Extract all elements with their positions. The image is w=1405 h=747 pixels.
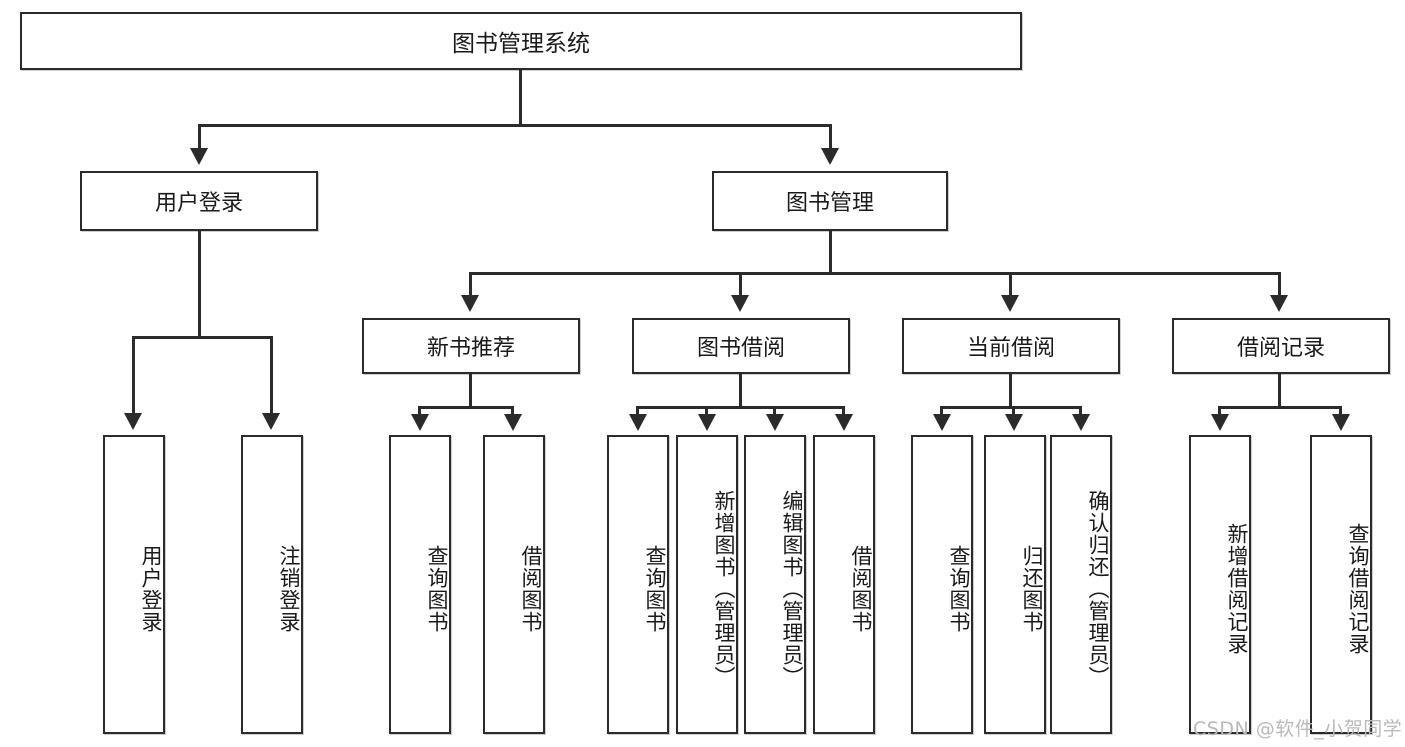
leaf-query-books-current[interactable]: 查询图书 [911, 435, 973, 734]
leaf-query-borrow-record-label: 查询借阅记录 [1346, 522, 1370, 655]
connector-userlogin-to-leaf2 [270, 336, 273, 414]
leaf-edit-book-admin[interactable]: 编辑图书（管理员） [744, 435, 806, 734]
node-current-borrow[interactable]: 当前借阅 [902, 318, 1120, 374]
connector-userlogin-bus [132, 336, 272, 339]
node-root[interactable]: 图书管理系统 [20, 12, 1022, 70]
leaf-borrow-books-recommend[interactable]: 借阅图书 [483, 435, 545, 734]
connector-currentborrow-to-leaf3 [1079, 406, 1082, 416]
leaf-query-books-current-label: 查询图书 [947, 544, 971, 633]
leaf-confirm-return-admin[interactable]: 确认归还（管理员） [1050, 435, 1112, 734]
connector-userlogin-to-leaf1 [132, 336, 135, 414]
leaf-add-book-admin-label: 新增图书（管理员） [712, 489, 736, 688]
connector-root-bus [198, 124, 832, 127]
connector-bookmgmt-to-current [1009, 272, 1012, 296]
arrow-root-to-user-login [190, 148, 208, 165]
connector-bookmgmt-to-new-books [469, 272, 472, 296]
leaf-borrow-books-recommend-label: 借阅图书 [519, 544, 543, 633]
leaf-add-book-admin[interactable]: 新增图书（管理员） [676, 435, 738, 734]
arrow-borrowrecords-to-leaf1 [1211, 414, 1229, 431]
node-root-label: 图书管理系统 [452, 31, 590, 57]
arrow-root-to-book-mgmt [821, 148, 839, 165]
connector-bookmgmt-to-borrow [739, 272, 742, 296]
connector-root-to-user-login [198, 124, 201, 149]
arrow-userlogin-to-leaf2 [262, 413, 280, 430]
connector-currentborrow-to-leaf2 [1012, 406, 1015, 416]
arrow-bookmgmt-to-current [1001, 295, 1019, 312]
node-new-book-recommend[interactable]: 新书推荐 [362, 318, 580, 374]
connector-newbook-stem [469, 374, 472, 408]
leaf-query-books-recommend-label: 查询图书 [425, 544, 449, 633]
leaf-confirm-return-admin-label: 确认归还（管理员） [1086, 489, 1110, 688]
leaf-return-books-label: 归还图书 [1020, 544, 1044, 633]
connector-bookmgmt-to-records [1278, 272, 1281, 296]
connector-bookborrow-to-leaf4 [842, 406, 845, 416]
connector-borrowrecords-to-leaf2 [1339, 406, 1342, 416]
csdn-watermark: CSDN @软件_小贺同学 [1193, 718, 1403, 740]
leaf-add-borrow-record-label: 新增借阅记录 [1225, 522, 1249, 655]
connector-root-stem [519, 70, 522, 126]
connector-bookborrow-stem [739, 374, 742, 408]
arrow-bookborrow-to-leaf2 [698, 414, 716, 431]
leaf-query-books-recommend[interactable]: 查询图书 [389, 435, 451, 734]
leaf-query-books-borrow-label: 查询图书 [643, 544, 667, 633]
node-user-login[interactable]: 用户登录 [80, 171, 318, 231]
leaf-query-books-borrow[interactable]: 查询图书 [607, 435, 669, 734]
arrow-currentborrow-to-leaf1 [933, 414, 951, 431]
connector-bookborrow-bus [636, 406, 845, 409]
node-book-borrow-label: 图书借阅 [696, 336, 785, 361]
leaf-logout[interactable]: 注销登录 [241, 435, 303, 734]
arrow-bookborrow-to-leaf4 [835, 414, 853, 431]
connector-newbook-to-leaf2 [511, 406, 514, 416]
leaf-add-borrow-record[interactable]: 新增借阅记录 [1189, 435, 1251, 734]
connector-root-to-book-mgmt [829, 124, 832, 149]
connector-bookmgmt-stem [829, 231, 832, 274]
connector-newbook-bus [418, 406, 514, 409]
arrow-userlogin-to-leaf1 [124, 413, 142, 430]
leaf-user-login[interactable]: 用户登录 [103, 435, 165, 734]
leaf-query-borrow-record[interactable]: 查询借阅记录 [1310, 435, 1372, 734]
connector-newbook-to-leaf1 [418, 406, 421, 416]
arrow-bookmgmt-to-records [1270, 295, 1288, 312]
node-book-management[interactable]: 图书管理 [712, 171, 948, 231]
connector-borrowrecords-bus [1218, 406, 1342, 409]
connector-currentborrow-stem [1009, 374, 1012, 408]
leaf-return-books[interactable]: 归还图书 [984, 435, 1046, 734]
leaf-borrow-books-label: 借阅图书 [849, 544, 873, 633]
node-borrow-records-label: 借阅记录 [1236, 336, 1325, 361]
arrow-bookmgmt-to-borrow [731, 295, 749, 312]
connector-currentborrow-bus [940, 406, 1082, 409]
connector-bookborrow-to-leaf2 [705, 406, 708, 416]
arrow-bookborrow-to-leaf3 [766, 414, 784, 431]
leaf-logout-label: 注销登录 [277, 544, 301, 633]
arrow-currentborrow-to-leaf3 [1072, 414, 1090, 431]
connector-currentborrow-to-leaf1 [940, 406, 943, 416]
node-new-book-recommend-label: 新书推荐 [426, 336, 515, 361]
connector-borrowrecords-to-leaf1 [1218, 406, 1221, 416]
connector-bookmgmt-bus [469, 272, 1281, 275]
connector-userlogin-stem [198, 231, 201, 338]
connector-bookborrow-to-leaf1 [636, 406, 639, 416]
leaf-edit-book-admin-label: 编辑图书（管理员） [780, 489, 804, 688]
arrow-newbook-to-leaf2 [504, 414, 522, 431]
arrow-newbook-to-leaf1 [411, 414, 429, 431]
arrow-borrowrecords-to-leaf2 [1332, 414, 1350, 431]
node-user-login-label: 用户登录 [154, 191, 243, 216]
node-book-management-label: 图书管理 [785, 191, 874, 216]
connector-bookborrow-to-leaf3 [773, 406, 776, 416]
leaf-borrow-books[interactable]: 借阅图书 [813, 435, 875, 734]
node-current-borrow-label: 当前借阅 [966, 336, 1055, 361]
connector-borrowrecords-stem [1278, 374, 1281, 408]
node-book-borrow[interactable]: 图书借阅 [632, 318, 850, 374]
arrow-bookborrow-to-leaf1 [629, 414, 647, 431]
node-borrow-records[interactable]: 借阅记录 [1172, 318, 1390, 374]
arrow-currentborrow-to-leaf2 [1005, 414, 1023, 431]
leaf-user-login-label: 用户登录 [139, 544, 163, 633]
arrow-bookmgmt-to-new-books [461, 295, 479, 312]
